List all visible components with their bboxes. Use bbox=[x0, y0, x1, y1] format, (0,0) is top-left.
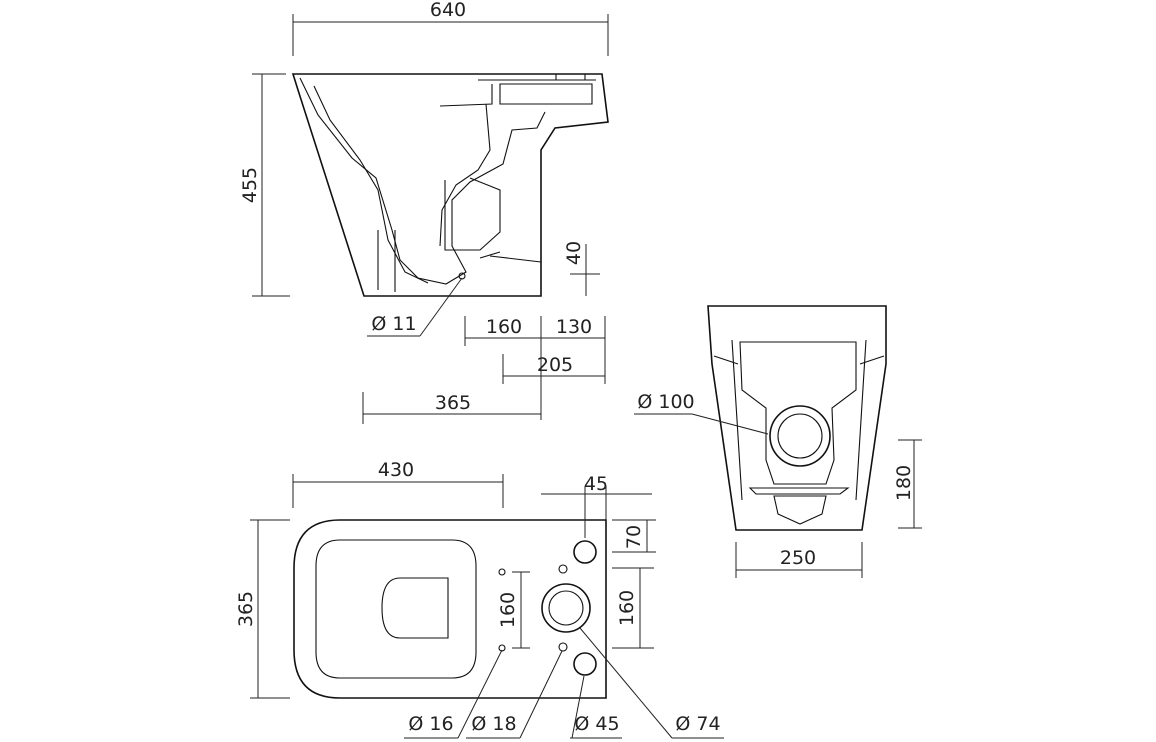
side-view-outline bbox=[291, 73, 609, 297]
side-view-bowl bbox=[299, 77, 546, 285]
side-view-hole-11 bbox=[458, 272, 466, 280]
rear-view-outlet-100 bbox=[769, 405, 831, 467]
plan-hole-top bbox=[573, 540, 597, 564]
plan-view-seat bbox=[315, 539, 477, 679]
plan-view bbox=[293, 519, 607, 699]
rear-view-foot bbox=[748, 487, 850, 525]
plan-view-dimensions: 430 45 70 365 160 160 Ø 16 Ø 18 Ø 45 Ø 7 bbox=[235, 459, 724, 739]
dia-74-label: Ø 74 bbox=[675, 713, 720, 735]
dim-40-label: 40 bbox=[563, 241, 585, 265]
dim-365-plan-label: 365 bbox=[235, 591, 257, 627]
plan-view-bowl bbox=[381, 577, 449, 639]
dim-205-label: 205 bbox=[537, 354, 573, 376]
dim-365-side-label: 365 bbox=[435, 392, 471, 414]
plan-view-outline bbox=[293, 519, 607, 699]
rear-view-dimensions: 250 180 Ø 100 bbox=[634, 391, 922, 578]
plan-hole-18 bbox=[558, 642, 568, 652]
dim-640-label: 640 bbox=[430, 0, 466, 21]
dia-16-label: Ø 16 bbox=[408, 713, 453, 735]
dim-160-right-label: 160 bbox=[616, 590, 638, 626]
dim-180-label: 180 bbox=[893, 465, 915, 501]
dim-455-label: 455 bbox=[239, 167, 261, 203]
side-view-dimensions: 640 455 40 160 130 205 365 Ø 11 bbox=[239, 0, 609, 424]
rear-view-cistern bbox=[739, 341, 857, 485]
side-view bbox=[291, 73, 609, 297]
dia-18-label: Ø 18 bbox=[471, 713, 516, 735]
dim-130-label: 130 bbox=[556, 316, 592, 338]
rear-view-inner bbox=[713, 339, 885, 501]
dim-430-label: 430 bbox=[378, 459, 414, 481]
rear-view bbox=[707, 305, 887, 531]
dim-160-left-label: 160 bbox=[497, 592, 519, 628]
side-view-trap-inner bbox=[439, 103, 491, 247]
rear-view-outlet-inner bbox=[777, 413, 823, 459]
plan-hole-74 bbox=[541, 583, 591, 633]
side-view-flush-rim bbox=[439, 74, 596, 107]
side-view-bowl-inner bbox=[313, 85, 429, 284]
dim-45-top-label: 45 bbox=[584, 473, 608, 495]
plan-hole-74-inner bbox=[548, 590, 584, 626]
dim-250-label: 250 bbox=[780, 547, 816, 569]
plan-hole-18-top bbox=[558, 564, 568, 574]
rear-view-outline bbox=[707, 305, 887, 531]
dia-11-label: Ø 11 bbox=[371, 313, 416, 335]
plan-hole-45 bbox=[573, 652, 597, 676]
side-view-trap bbox=[377, 177, 501, 292]
plan-hole-16-top bbox=[498, 568, 506, 576]
side-view-outlet bbox=[479, 251, 542, 263]
dim-160-side-label: 160 bbox=[486, 316, 522, 338]
dia-100-label: Ø 100 bbox=[637, 391, 694, 413]
dim-70-label: 70 bbox=[623, 525, 645, 549]
dia-45-label: Ø 45 bbox=[574, 713, 619, 735]
